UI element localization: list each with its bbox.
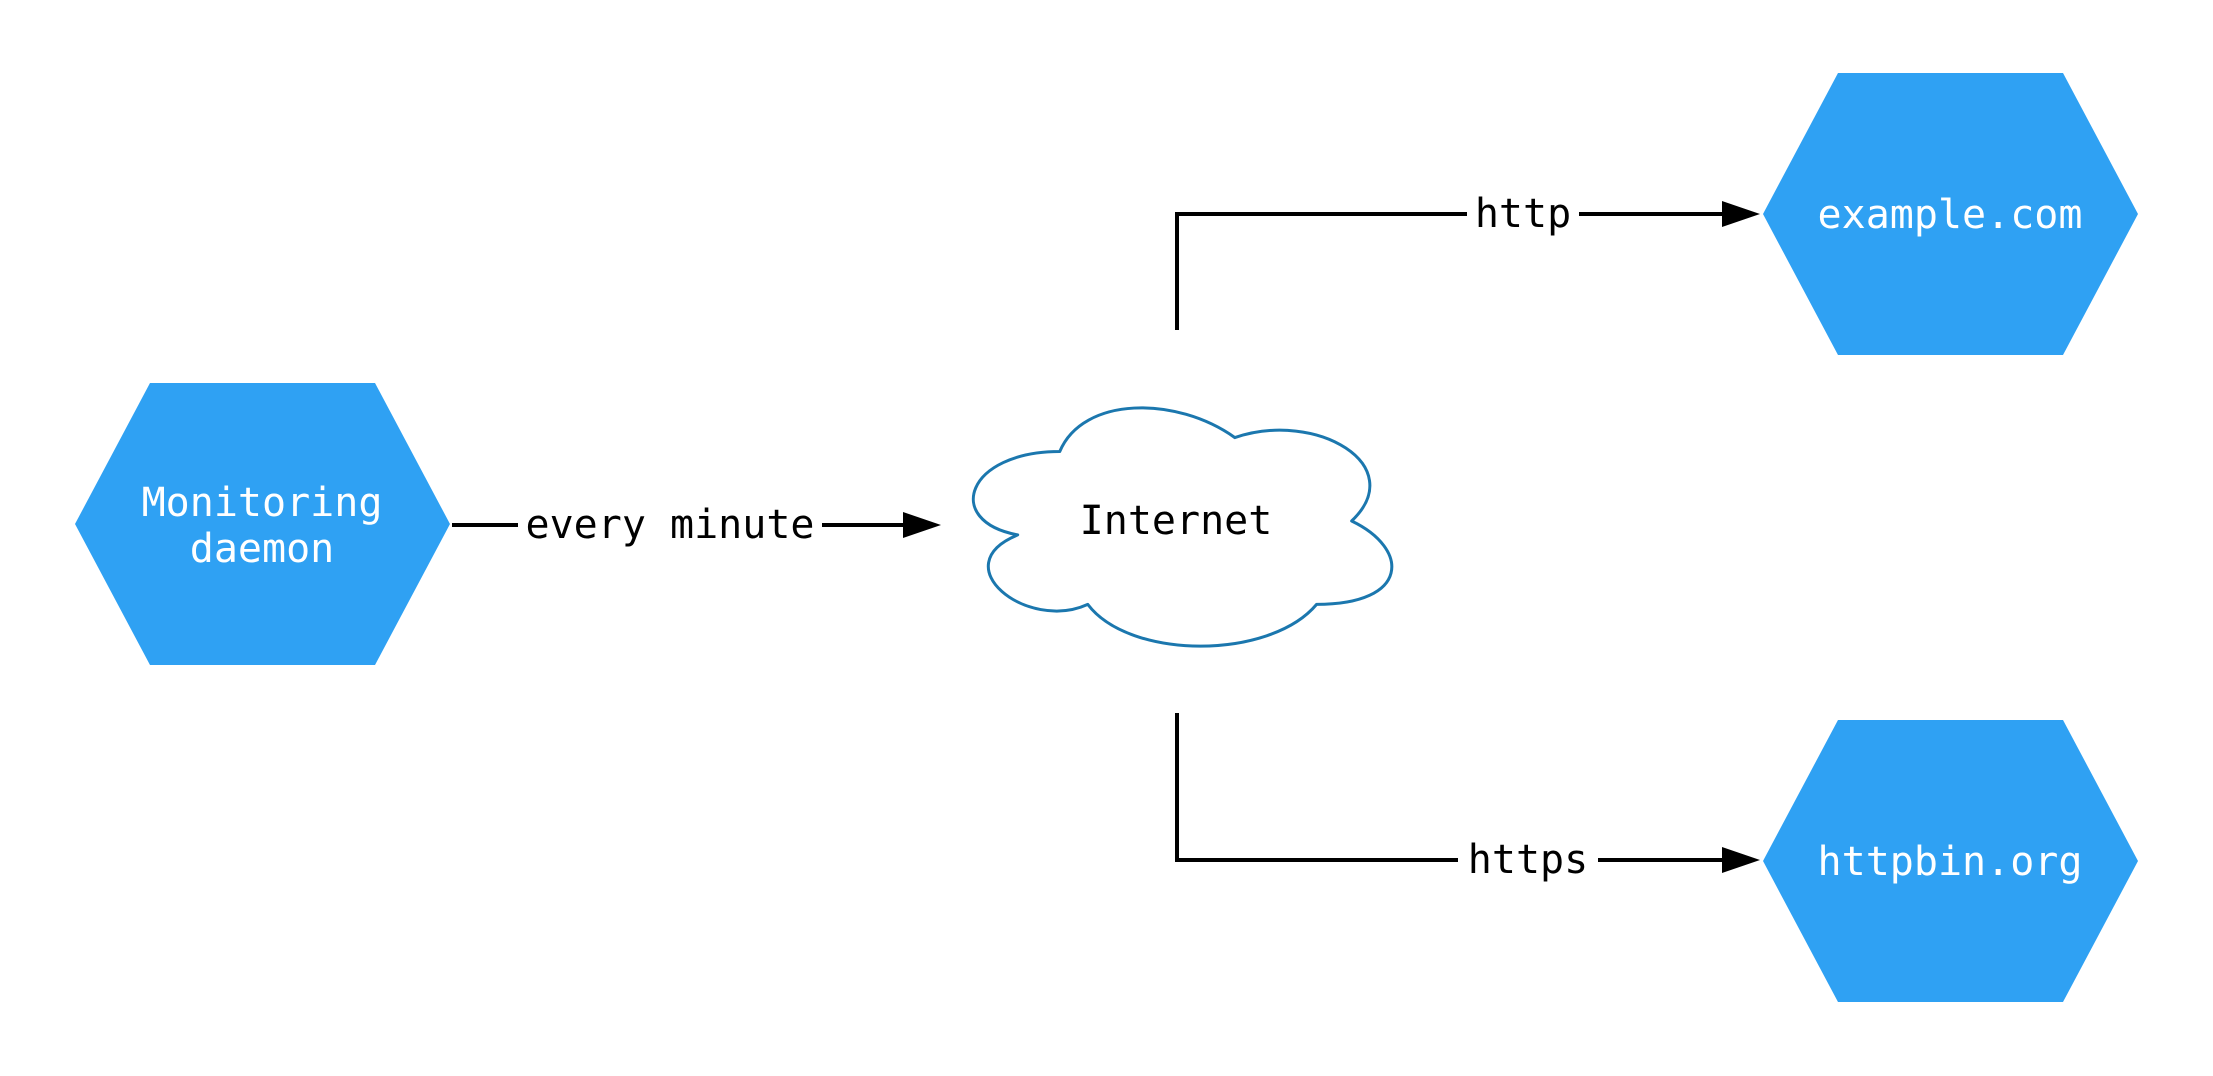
node-internet: Internet <box>972 406 1394 648</box>
edge-every-minute-label: every minute <box>526 502 815 548</box>
internet-label: Internet <box>1080 498 1273 544</box>
edge-http-line <box>1175 212 1725 330</box>
edge-http: http <box>1175 191 1760 330</box>
edge-https-line <box>1175 713 1725 862</box>
edge-https: https <box>1175 713 1760 883</box>
monitoring-daemon-hexagon-shape <box>75 383 450 665</box>
node-monitoring-daemon: Monitoring daemon <box>75 383 450 665</box>
edge-every-minute-label-bg <box>518 504 822 546</box>
example-com-label: example.com <box>1818 192 2083 238</box>
edge-https-label: https <box>1468 837 1588 883</box>
edge-http-label-bg <box>1467 193 1579 235</box>
monitoring-daemon-label-line1: Monitoring <box>142 480 383 526</box>
internet-cloud-shape <box>972 406 1394 648</box>
edge-every-minute-arrowhead-icon <box>903 512 941 538</box>
example-com-hexagon-shape <box>1763 73 2138 355</box>
edge-https-arrowhead-icon <box>1722 847 1760 873</box>
httpbin-org-label: httpbin.org <box>1818 839 2083 885</box>
httpbin-org-hexagon-shape <box>1763 720 2138 1002</box>
edge-http-arrowhead-icon <box>1722 201 1760 227</box>
edge-http-label: http <box>1475 191 1571 237</box>
edge-every-minute: every minute <box>452 502 941 548</box>
edge-https-label-bg <box>1458 839 1598 881</box>
node-httpbin-org: httpbin.org <box>1763 720 2138 1002</box>
node-example-com: example.com <box>1763 73 2138 355</box>
monitoring-daemon-label-line2: daemon <box>190 526 335 572</box>
